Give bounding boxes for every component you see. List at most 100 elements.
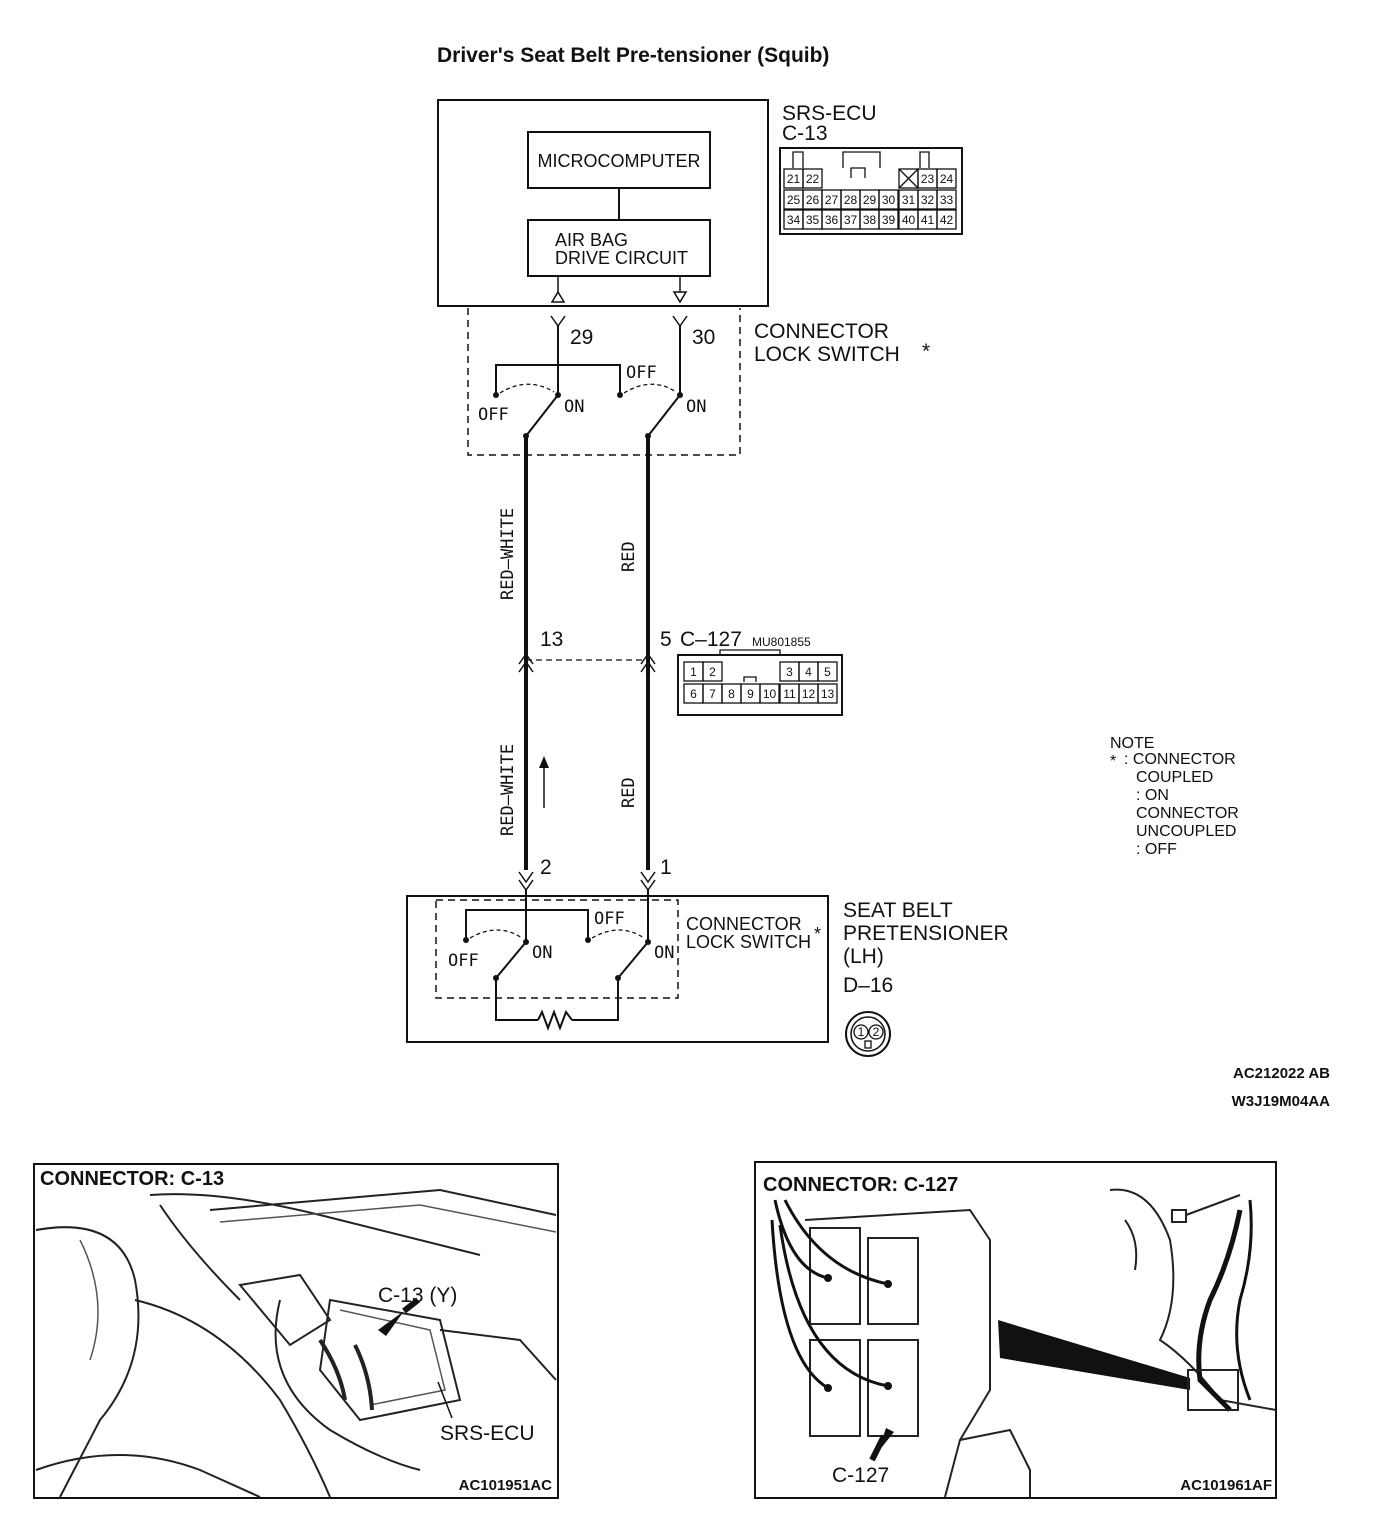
c13-pin-28: 28 <box>844 193 858 207</box>
upper-pin-29: 29 <box>570 326 593 349</box>
c13-cavity-42 <box>936 209 957 230</box>
c13-pin-33: 33 <box>940 193 954 207</box>
c13-pin-32: 32 <box>921 193 935 207</box>
drive-circuit-label-1: AIR BAG <box>555 230 628 250</box>
c127-pin-6: 6 <box>690 687 697 701</box>
c127-pin-10: 10 <box>763 687 777 701</box>
panel-right-callout: C-127 <box>832 1464 889 1487</box>
c13-cavity-39 <box>878 209 899 230</box>
upper-off-right: OFF <box>626 363 657 383</box>
note-line-4: CONNECTOR <box>1136 805 1239 822</box>
c13-pin-34: 34 <box>787 213 801 227</box>
c13-pin-42: 42 <box>940 213 954 227</box>
c127-pin-1: 1 <box>690 665 697 679</box>
note-heading: NOTE <box>1110 735 1154 752</box>
note-block: NOTE * : CONNECTOR COUPLED : ON CONNECTO… <box>1110 735 1239 858</box>
connector-c127-location-panel <box>754 1161 1277 1499</box>
c13-pin-24: 24 <box>940 172 954 186</box>
panel-right-title: CONNECTOR: C-127 <box>763 1174 958 1196</box>
c127-pin-8: 8 <box>728 687 735 701</box>
c13-pin-30: 30 <box>882 193 896 207</box>
c127-pin-4: 4 <box>805 665 812 679</box>
pretensioner-label-1: SEAT BELT <box>843 899 953 922</box>
note-line-5: UNCOUPLED <box>1136 823 1236 840</box>
c13-pin-25: 25 <box>787 193 801 207</box>
upper-lock-label-2: LOCK SWITCH <box>754 343 900 366</box>
c13-pin-23: 23 <box>921 172 935 186</box>
drive-circuit-box <box>527 219 711 277</box>
d16-pin-1: 1 <box>858 1025 865 1039</box>
panel-left-callout-connector: C-13 (Y) <box>378 1284 457 1307</box>
c13-pin-39: 39 <box>882 213 896 227</box>
current-direction-arrow-icon <box>539 756 549 768</box>
note-line-2: COUPLED <box>1136 769 1213 786</box>
lower-on-right: ON <box>654 943 674 963</box>
lower-lock-label-2: LOCK SWITCH <box>686 932 811 952</box>
lower-on-left: ON <box>532 943 552 963</box>
pretensioner-label-3: (LH) <box>843 945 884 968</box>
c127-pin-12: 12 <box>802 687 816 701</box>
input-terminal-icon <box>672 291 688 304</box>
c127-cavity-13 <box>817 683 838 704</box>
c13-cavity-24 <box>936 168 957 189</box>
upper-lock-label-1: CONNECTOR <box>754 320 889 343</box>
pretensioner-block <box>406 890 829 1043</box>
ecu-connector-id: C-13 <box>782 122 828 145</box>
c13-pin-38: 38 <box>863 213 877 227</box>
note-line-3: : ON <box>1136 787 1169 804</box>
squib-resistor-icon <box>537 1009 573 1031</box>
c127-pin-3: 3 <box>786 665 793 679</box>
upper-lock-switch <box>467 308 741 456</box>
c127-pin-9: 9 <box>747 687 754 701</box>
lower-lock-label-1: CONNECTOR <box>686 914 802 934</box>
c13-pin-row-2: 25 26 27 28 29 30 31 32 33 <box>783 189 957 210</box>
junction-connector-id: C–127 <box>680 628 742 651</box>
lower-lock-asterisk: * <box>814 924 821 944</box>
panel-left-code: AC101951AC <box>459 1477 553 1494</box>
c13-pin-41: 41 <box>921 213 935 227</box>
c127-pin-2: 2 <box>709 665 716 679</box>
c13-pin-31: 31 <box>902 193 916 207</box>
pretensioner-connector-id: D–16 <box>843 974 893 997</box>
diagram-title: Driver's Seat Belt Pre-tensioner (Squib) <box>437 44 829 67</box>
pretensioner-label-2: PRETENSIONER <box>843 922 1009 945</box>
junction-pin-5: 5 <box>660 628 672 651</box>
c13-pin-27: 27 <box>825 193 839 207</box>
output-terminal-icon <box>550 290 566 303</box>
upper-on-left: ON <box>564 397 584 417</box>
upper-lock-asterisk: * <box>922 340 930 363</box>
c13-pin-37: 37 <box>844 213 858 227</box>
figure-code-1: AC212022 AB <box>1233 1065 1330 1082</box>
panel-left-callout-ecu: SRS-ECU <box>440 1422 535 1445</box>
c13-pin-36: 36 <box>825 213 839 227</box>
c127-pin-13: 13 <box>821 687 835 701</box>
c13-pin-26: 26 <box>806 193 820 207</box>
c127-pin-5: 5 <box>824 665 831 679</box>
c13-cavity-30 <box>878 189 899 210</box>
c127-pin-7: 7 <box>709 687 716 701</box>
junction-pin-13: 13 <box>540 628 563 651</box>
lower-off-right: OFF <box>594 909 625 929</box>
note-line-6: : OFF <box>1136 841 1177 858</box>
wire-color-right-upper: RED <box>619 541 639 572</box>
c127-cavity-2 <box>702 661 723 682</box>
junction-part-number: MU801855 <box>752 635 811 649</box>
drive-circuit-label-2: DRIVE CIRCUIT <box>555 248 688 268</box>
panel-left-title: CONNECTOR: C-13 <box>40 1168 224 1190</box>
d16-pin-2: 2 <box>873 1025 880 1039</box>
pretensioner-pin-2: 2 <box>540 856 552 879</box>
c13-pin-29: 29 <box>863 193 877 207</box>
microcomputer-label: MICROCOMPUTER <box>538 151 701 171</box>
panel-right-code: AC101961AF <box>1180 1477 1272 1494</box>
d16-connector-face: 1 2 <box>845 1011 891 1057</box>
c13-callout-arrow-icon <box>378 1311 404 1336</box>
upper-pin-30: 30 <box>692 326 715 349</box>
upper-on-right: ON <box>686 397 706 417</box>
upper-off-left: OFF <box>478 405 509 425</box>
wire-color-left-upper: RED–WHITE <box>498 508 518 600</box>
